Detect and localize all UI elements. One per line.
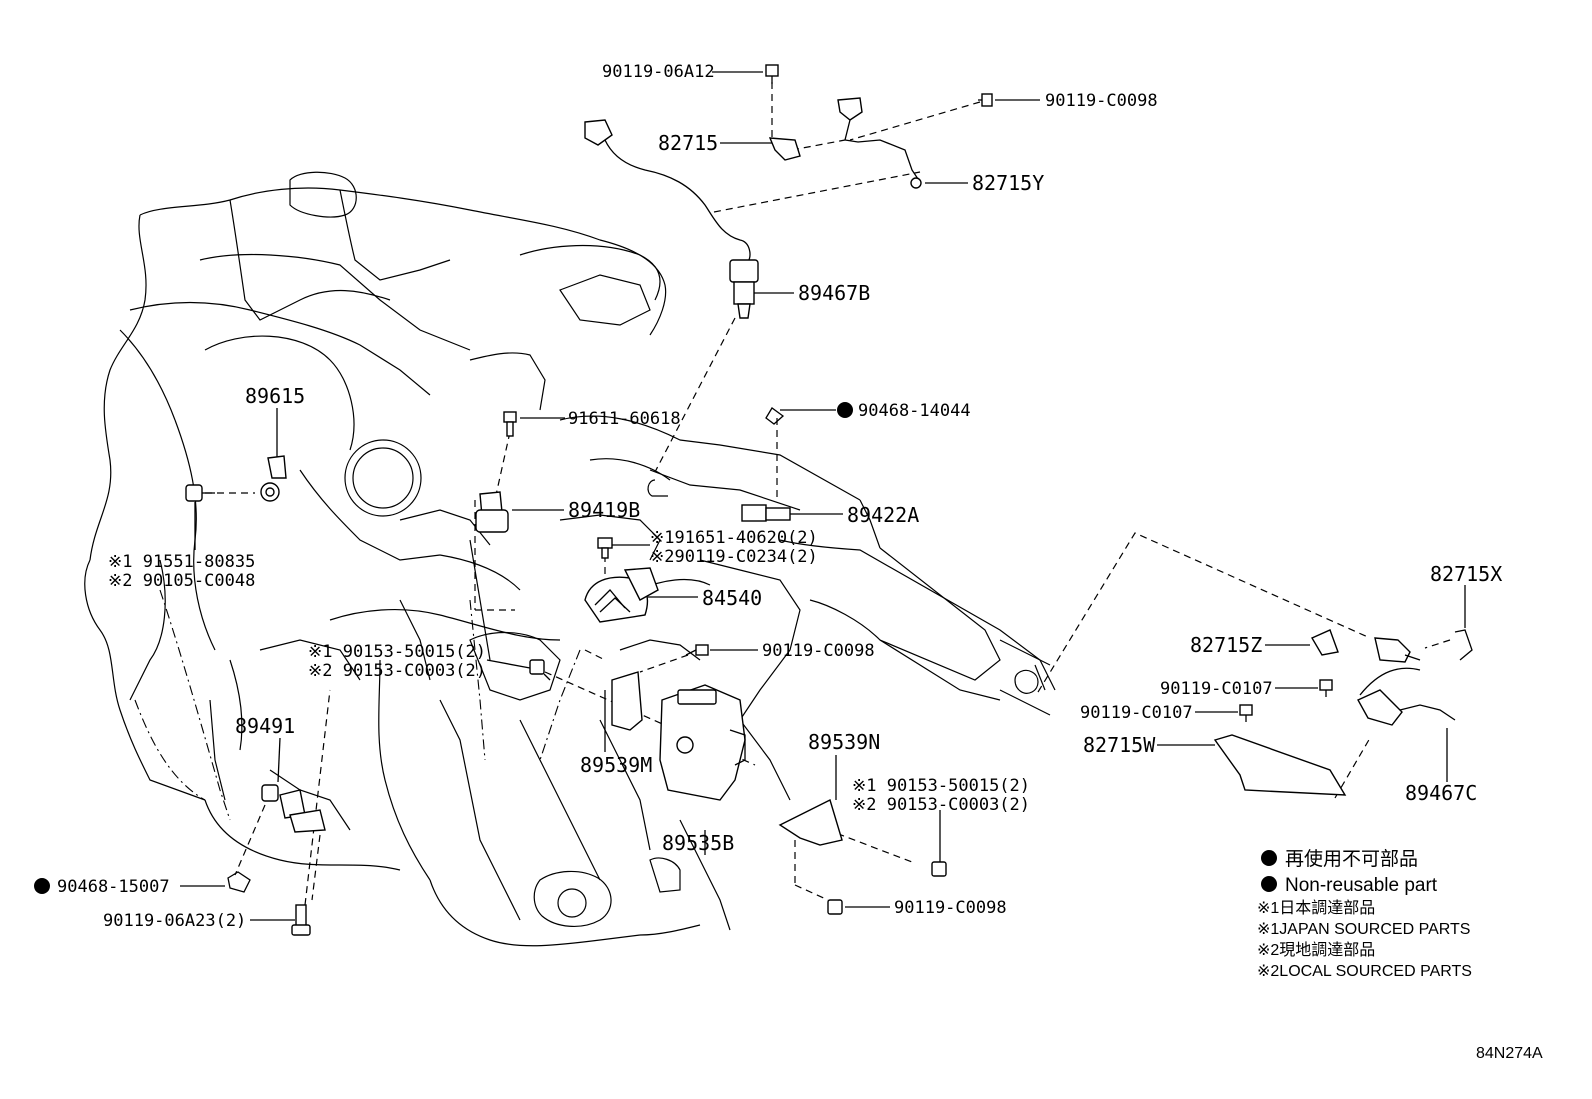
- callout-90119-C0107-lower: 90119-C0107: [1080, 703, 1193, 723]
- non-reusable-marker-icon: [837, 402, 853, 418]
- callout-91551-80835: ※1 91551-80835: [108, 552, 255, 572]
- bolt-icon: [185, 484, 215, 502]
- control-computer-icon: [659, 684, 746, 801]
- bracket-icon: [768, 137, 801, 161]
- speed-sensor-icon: [261, 784, 326, 833]
- non-reusable-marker-icon: [1261, 876, 1277, 892]
- temperature-sensor-icon: [741, 504, 800, 522]
- callout-90105-C0048: ※2 90105-C0048: [108, 571, 255, 591]
- bracket-icon: [778, 799, 843, 846]
- callout-89422A: 89422A: [847, 503, 919, 527]
- bolt-icon: [827, 899, 843, 915]
- bolt-icon: [291, 904, 311, 936]
- callout-90119-C0098-mid: 90119-C0098: [762, 641, 875, 661]
- legend: 再使用不可部品 Non-reusable part ※1日本調達部品 ※1JAP…: [1257, 848, 1472, 980]
- callout-91651-40620: ※191651-40620(2): [650, 528, 818, 548]
- callout-90153-50015-left: ※1 90153-50015(2): [308, 642, 486, 662]
- callout-84540: 84540: [702, 586, 762, 610]
- callout-90119-06A23: 90119-06A23(2): [103, 911, 246, 931]
- callout-89615: 89615: [245, 384, 305, 408]
- callout-90153-50015-right: ※1 90153-50015(2): [852, 776, 1030, 796]
- callout-82715: 82715: [658, 131, 718, 155]
- neutral-start-switch-icon: [584, 567, 659, 623]
- legend-local-sourced-jp: ※2現地調達部品: [1257, 941, 1375, 959]
- callout-90153-C0003-left: ※2 90153-C0003(2): [308, 661, 486, 681]
- bolt-icon: [978, 93, 993, 107]
- callout-89491: 89491: [235, 714, 295, 738]
- callout-89419B: 89419B: [568, 498, 640, 522]
- figure-code: 84N274A: [1476, 1045, 1543, 1062]
- screw-icon: [597, 537, 613, 559]
- callout-90119-06A12: 90119-06A12: [602, 62, 715, 82]
- bolt-icon: [529, 659, 551, 681]
- clip-icon: [227, 871, 251, 893]
- clip-icon: [765, 407, 785, 425]
- legend-japan-sourced-en: ※1JAPAN SOURCED PARTS: [1257, 921, 1470, 938]
- callout-90119-C0234: ※290119-C0234(2): [650, 547, 818, 567]
- legend-non-reusable-en: Non-reusable part: [1285, 875, 1438, 896]
- clip-icon: [1454, 629, 1473, 661]
- bracket-icon: [611, 671, 643, 731]
- callout-82715Z: 82715Z: [1190, 633, 1262, 657]
- callout-90468-15007: 90468-15007: [57, 877, 170, 897]
- screw-icon: [503, 411, 517, 437]
- bolt-icon: [1239, 704, 1253, 722]
- harness-cover-icon: [1213, 734, 1347, 796]
- engine-transaxle-outline: [84, 171, 1056, 947]
- callout-90119-C0098-top: 90119-C0098: [1045, 91, 1158, 111]
- callout-89539M: 89539M: [580, 753, 652, 777]
- non-reusable-marker-icon: [1261, 850, 1277, 866]
- legend-non-reusable-jp: 再使用不可部品: [1285, 848, 1418, 870]
- callout-89467B: 89467B: [798, 281, 870, 305]
- legend-local-sourced-en: ※2LOCAL SOURCED PARTS: [1257, 963, 1472, 980]
- callout-90153-C0003-right: ※2 90153-C0003(2): [852, 795, 1030, 815]
- bolt-icon: [931, 861, 947, 877]
- part-callouts: 90119-06A12 90119-C0098 82715 82715Y 894…: [34, 62, 1502, 931]
- callout-89535B: 89535B: [662, 831, 734, 855]
- callout-82715W: 82715W: [1083, 733, 1156, 757]
- knock-sensor-icon: [260, 455, 287, 502]
- cam-position-sensor-icon: [475, 491, 509, 533]
- leader-lines: [180, 71, 1466, 921]
- callout-91611-60618: 91611-60618: [568, 409, 681, 429]
- callout-82715X: 82715X: [1430, 562, 1502, 586]
- bracket-icon: [1310, 629, 1339, 656]
- wire-harness-icon: [837, 97, 922, 189]
- non-reusable-marker-icon: [34, 878, 50, 894]
- callout-90119-C0098-bottom: 90119-C0098: [894, 898, 1007, 918]
- bolt-icon: [685, 644, 709, 656]
- part-glyphs: [185, 64, 1473, 936]
- callout-90119-C0107-upper: 90119-C0107: [1160, 679, 1273, 699]
- callout-89467C: 89467C: [1405, 781, 1477, 805]
- bolt-icon: [1319, 679, 1333, 697]
- speed-sensor-icon: [584, 119, 759, 319]
- callout-82715Y: 82715Y: [972, 171, 1044, 195]
- speed-sensor-icon: [1357, 667, 1456, 726]
- legend-japan-sourced-jp: ※1日本調達部品: [1257, 899, 1375, 917]
- callout-90468-14044: 90468-14044: [858, 401, 971, 421]
- callout-89539N: 89539N: [808, 730, 880, 754]
- bolt-icon: [765, 64, 779, 84]
- speed-sensor-icon: [1374, 637, 1421, 663]
